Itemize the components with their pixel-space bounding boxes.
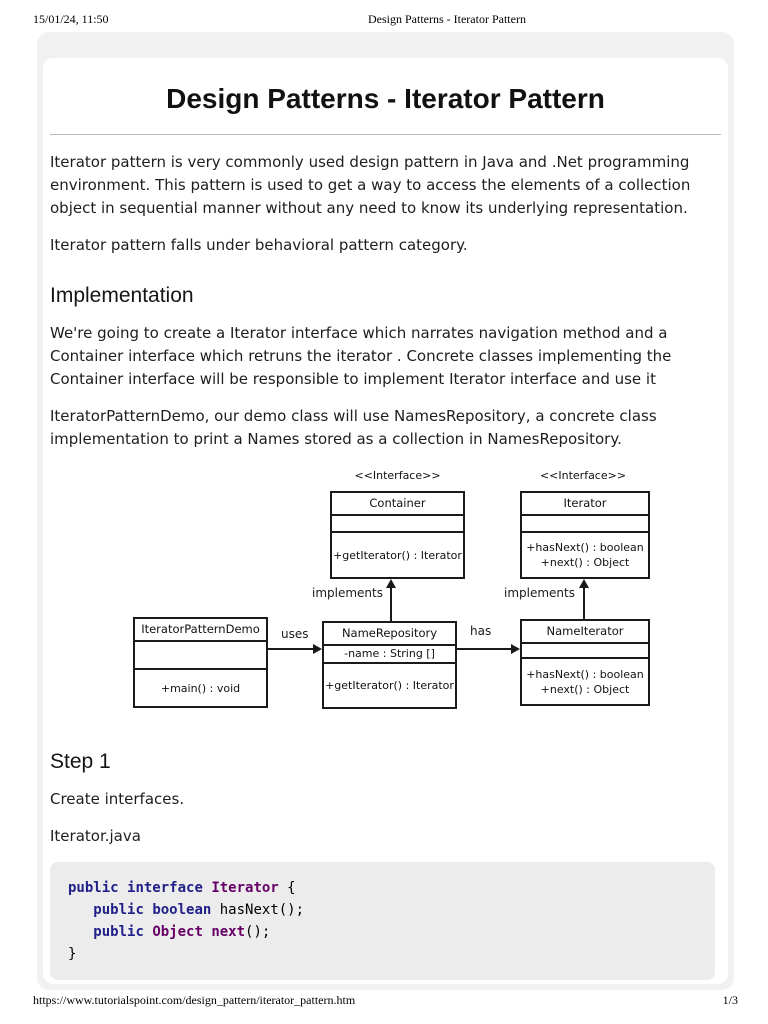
has-label: has xyxy=(470,624,492,638)
uml-box-namerepository: NameRepository -name : String [] +getIte… xyxy=(322,621,457,709)
code-token xyxy=(119,880,127,896)
article-card: Design Patterns - Iterator Pattern Itera… xyxy=(43,58,728,984)
has-arrowhead-icon xyxy=(511,644,520,654)
uml-method: +main() : void xyxy=(160,681,241,695)
code-token: public xyxy=(68,880,119,896)
implements-arrow-line xyxy=(390,588,392,621)
intro-paragraph-1: Iterator pattern is very commonly used d… xyxy=(50,153,691,217)
uml-box-iteratorpatterndemo: IteratorPatternDemo +main() : void xyxy=(133,617,268,708)
implements-arrow-line xyxy=(583,588,585,619)
uml-method: +getIterator() : Iterator xyxy=(325,679,454,692)
code-token: interface xyxy=(127,880,203,896)
print-header-title: Design Patterns - Iterator Pattern xyxy=(368,12,526,26)
uml-box-namerepository-title: NameRepository xyxy=(341,626,438,640)
implementation-paragraph-1: We're going to create a Iterator interfa… xyxy=(50,324,672,388)
print-footer-url: https://www.tutorialspoint.com/design_pa… xyxy=(33,993,356,1007)
code-token: hasNext(); xyxy=(211,902,305,918)
step1-filename: Iterator.java xyxy=(50,827,141,845)
uml-method: +next() : Object xyxy=(540,556,630,569)
implements-arrowhead-icon xyxy=(386,579,396,588)
uml-box-nameiterator: NameIterator +hasNext() : boolean +next(… xyxy=(520,619,650,706)
implementation-paragraph-2: IteratorPatternDemo, our demo class will… xyxy=(50,407,657,448)
uml-class-diagram: <<Interface>> <<Interface>> Container +g… xyxy=(50,465,721,715)
uses-arrow-line xyxy=(268,648,313,650)
uml-box-iterator-attributes-empty xyxy=(522,514,648,531)
code-pre: public interface Iterator { public boole… xyxy=(68,877,697,965)
code-token xyxy=(68,902,93,918)
uses-label: uses xyxy=(281,627,309,641)
code-token: public xyxy=(93,924,144,940)
has-arrow-line xyxy=(457,648,511,650)
uml-attribute: -name : String [] xyxy=(344,647,435,660)
code-content: public interface Iterator { public boole… xyxy=(68,880,304,962)
uml-box-container-title: Container xyxy=(369,496,426,510)
uml-box-container-methods: +getIterator() : Iterator xyxy=(332,531,463,577)
uml-box-demo-attributes-empty xyxy=(135,640,266,668)
code-token: Iterator xyxy=(211,880,279,896)
uml-box-iterator-title: Iterator xyxy=(563,496,607,510)
code-token: (); xyxy=(245,924,271,940)
uml-method: +hasNext() : boolean xyxy=(526,541,644,554)
code-token: boolean xyxy=(152,902,212,918)
uml-box-namerepository-attributes: -name : String [] xyxy=(324,644,455,662)
code-token: } xyxy=(68,946,77,962)
step1-heading: Step 1 xyxy=(50,750,111,773)
code-token: next xyxy=(211,924,246,940)
uml-box-container: Container +getIterator() : Iterator xyxy=(330,491,465,579)
content-wrapper: Design Patterns - Iterator Pattern Itera… xyxy=(37,32,734,990)
uml-box-namerepository-methods: +getIterator() : Iterator xyxy=(324,662,455,707)
uml-box-container-attributes-empty xyxy=(332,514,463,531)
interface-stereotype-iterator: <<Interface>> xyxy=(539,469,627,482)
code-token: public xyxy=(93,902,144,918)
uml-box-demo-title: IteratorPatternDemo xyxy=(141,622,260,636)
uml-box-iterator-methods: +hasNext() : boolean +next() : Object xyxy=(522,531,648,577)
code-token: Object xyxy=(152,924,203,940)
uml-box-nameiterator-title: NameIterator xyxy=(546,624,624,638)
implements-label-right: implements xyxy=(504,586,575,600)
uml-method: +getIterator() : Iterator xyxy=(333,548,462,562)
uml-box-iterator: Iterator +hasNext() : boolean +next() : … xyxy=(520,491,650,579)
code-block: public interface Iterator { public boole… xyxy=(50,862,715,980)
uml-box-nameiterator-attributes-empty xyxy=(522,642,648,657)
code-token xyxy=(68,924,93,940)
implements-arrowhead-icon xyxy=(579,579,589,588)
article-title: Design Patterns - Iterator Pattern xyxy=(166,83,605,114)
uml-box-demo-methods: +main() : void xyxy=(135,668,266,706)
uml-box-nameiterator-methods: +hasNext() : boolean +next() : Object xyxy=(522,657,648,704)
code-token: { xyxy=(278,880,296,896)
implements-label-left: implements xyxy=(312,586,383,600)
step1-paragraph: Create interfaces. xyxy=(50,790,185,808)
implementation-heading: Implementation xyxy=(50,284,194,307)
print-footer-page-number: 1/3 xyxy=(722,993,738,1007)
interface-stereotype-container: <<Interface>> xyxy=(354,469,441,482)
uml-method: +hasNext() : boolean xyxy=(526,667,644,681)
print-header-datetime: 15/01/24, 11:50 xyxy=(33,12,109,26)
uml-method: +next() : Object xyxy=(540,682,630,696)
intro-paragraph-2: Iterator pattern falls under behavioral … xyxy=(50,236,468,254)
uses-arrowhead-icon xyxy=(313,644,322,654)
title-divider xyxy=(50,134,721,135)
